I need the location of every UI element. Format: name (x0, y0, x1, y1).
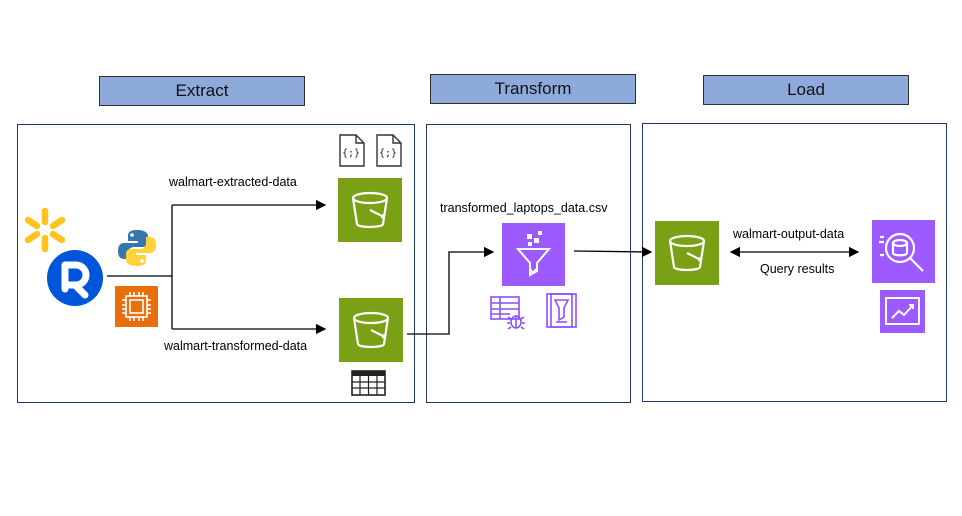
transformed-file-label: transformed_laptops_data.csv (440, 201, 608, 215)
extract-stage-header: Extract (99, 76, 305, 106)
json-file-icon-1: {;} (339, 134, 365, 167)
walmart-spark-icon (24, 207, 66, 253)
data-quality-rules-icon (490, 296, 525, 330)
transformed-to-glue-connector (407, 246, 495, 335)
query-results-label: Query results (760, 262, 835, 276)
json-file-icon-2: {;} (376, 134, 402, 167)
data-quality-report-icon (546, 293, 577, 328)
output-bucket-label: walmart-output-data (733, 227, 845, 241)
s3-output-bucket-icon (655, 221, 719, 285)
extract-panel (17, 124, 415, 403)
extracted-bucket-label: walmart-extracted-data (169, 175, 297, 189)
table-file-icon (351, 370, 386, 396)
glue-databrew-icon (502, 223, 565, 286)
source-to-buckets-connector (107, 199, 327, 335)
json-glyph-2: {;} (379, 148, 398, 159)
quicksight-icon (880, 290, 925, 333)
transform-panel (426, 124, 631, 403)
s3-transformed-bucket-icon (339, 298, 403, 362)
json-glyph-1: {;} (342, 148, 361, 159)
transform-stage-header: Transform (430, 74, 636, 104)
s3-extracted-bucket-icon (338, 178, 402, 242)
glue-to-output-connector (573, 246, 653, 258)
transformed-bucket-label: walmart-transformed-data (164, 339, 308, 353)
load-panel (642, 123, 947, 402)
load-stage-header: Load (703, 75, 909, 105)
rapidapi-icon (47, 250, 103, 306)
athena-icon (872, 220, 935, 283)
python-icon (118, 230, 156, 266)
ec2-instance-icon (115, 286, 158, 327)
